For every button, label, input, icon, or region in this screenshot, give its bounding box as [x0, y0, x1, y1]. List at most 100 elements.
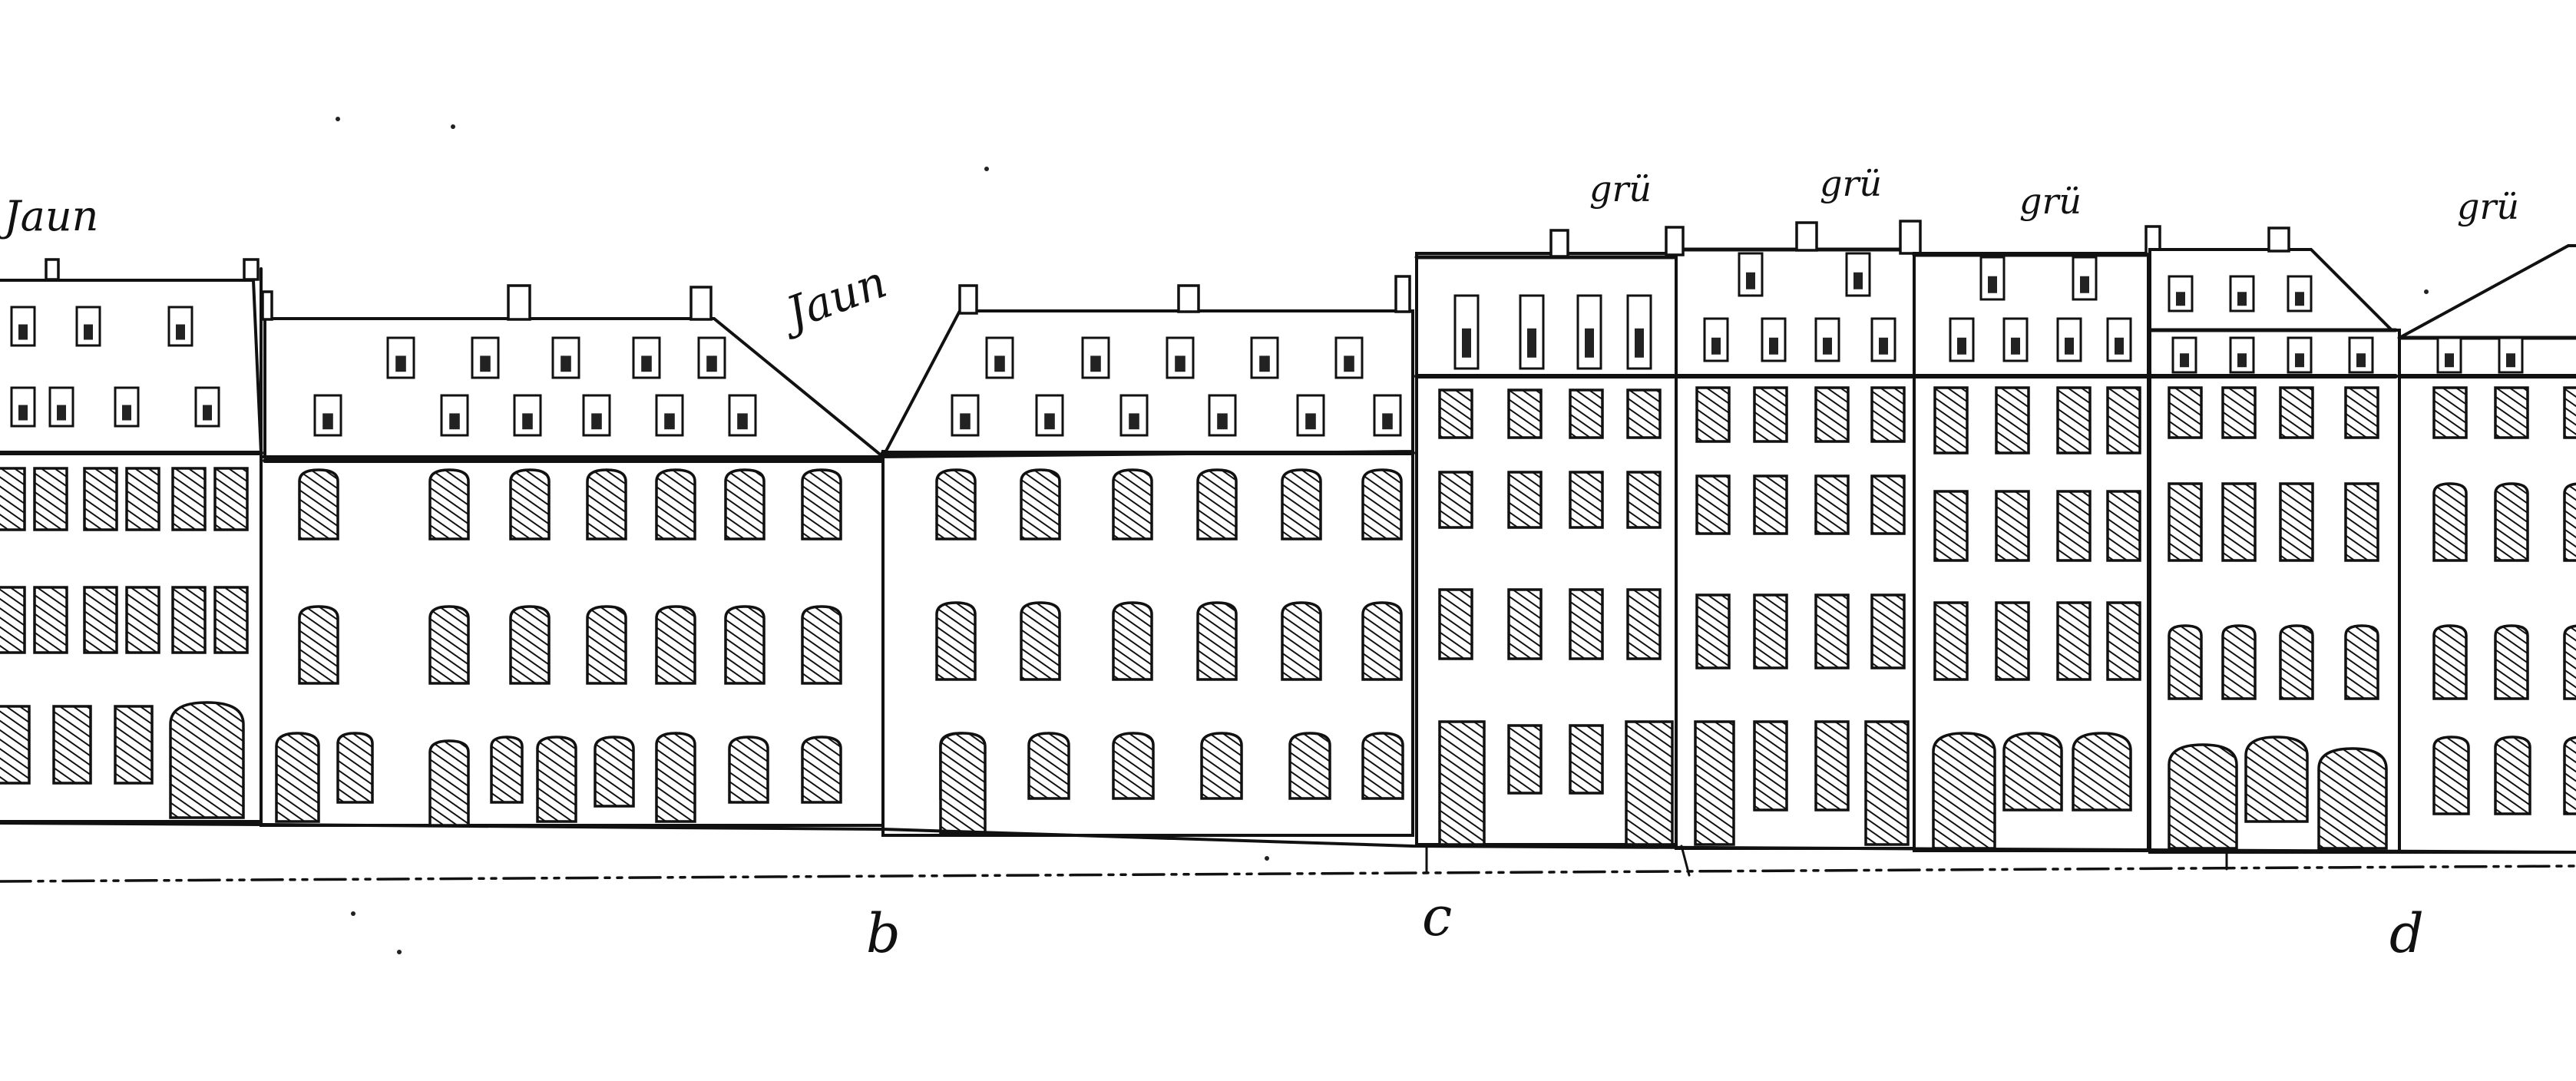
window [1112, 601, 1153, 681]
window [1626, 388, 1662, 439]
window [1995, 490, 2030, 562]
window [1020, 601, 1061, 681]
dormer [1845, 252, 1871, 297]
window [1361, 601, 1403, 681]
window [1864, 720, 1910, 846]
dormer [1081, 336, 1110, 379]
window [1196, 601, 1238, 681]
dormer [167, 306, 193, 347]
window [2494, 736, 2531, 815]
window [1569, 471, 1604, 529]
window [2563, 736, 2576, 815]
window [594, 736, 635, 808]
window [1361, 732, 1404, 800]
dormer [1979, 256, 2006, 301]
dormer [2056, 317, 2082, 362]
window [509, 605, 551, 685]
dormer [2348, 336, 2374, 374]
window [728, 736, 769, 804]
dormer [2498, 336, 2524, 374]
window [1507, 388, 1543, 439]
window [1626, 588, 1662, 660]
dormer [313, 394, 342, 437]
dormer [551, 336, 580, 379]
window [1438, 388, 1473, 439]
dormer [194, 386, 220, 428]
dormer [440, 394, 469, 437]
window [2168, 482, 2203, 562]
window [724, 605, 766, 685]
dormer [2002, 317, 2029, 362]
window [1027, 732, 1070, 800]
window [2432, 736, 2470, 815]
window [336, 732, 374, 804]
window [1995, 601, 2030, 681]
window [1112, 468, 1153, 540]
window [536, 736, 577, 823]
dormer [1626, 294, 1652, 370]
window [509, 468, 551, 540]
window [2344, 482, 2379, 562]
dormer [1119, 394, 1149, 437]
window [33, 467, 68, 531]
dormer [1761, 317, 1787, 362]
window [1870, 593, 1906, 669]
window [2168, 386, 2203, 439]
window [0, 705, 31, 785]
window [1870, 386, 1906, 443]
window [655, 468, 696, 540]
dormer [1373, 394, 1402, 437]
window [2563, 386, 2576, 439]
dormer [2436, 336, 2462, 374]
window [1625, 720, 1674, 846]
dormer [2072, 256, 2098, 301]
window [213, 467, 249, 531]
dormer [655, 394, 684, 437]
window [2106, 601, 2141, 681]
dormer [1738, 252, 1764, 297]
dormer [985, 336, 1014, 379]
window [1569, 388, 1604, 439]
dormer [513, 394, 542, 437]
window [1753, 474, 1788, 535]
dormer [1519, 294, 1545, 370]
window [2563, 482, 2576, 562]
window [1507, 724, 1543, 795]
dormer [1453, 294, 1480, 370]
window [1438, 471, 1473, 529]
dormer [2229, 336, 2255, 374]
window [1200, 732, 1243, 800]
window-layer [0, 386, 2576, 850]
dormer [10, 306, 36, 347]
window [586, 605, 627, 685]
window [935, 468, 977, 540]
window [2244, 736, 2309, 823]
window [171, 467, 207, 531]
dormer [2229, 275, 2255, 312]
window [83, 467, 118, 531]
window [1281, 601, 1322, 681]
dormer [1296, 394, 1325, 437]
window [1196, 468, 1238, 540]
window [2432, 386, 2468, 439]
window [428, 739, 470, 827]
window [1814, 593, 1850, 669]
window [1288, 732, 1331, 800]
dormer [2171, 336, 2197, 374]
paper-specks [336, 117, 2429, 954]
window [2494, 482, 2529, 562]
window [490, 736, 524, 804]
window [171, 586, 207, 654]
roof-annotation-c1: grü [1589, 168, 1652, 210]
window [801, 468, 842, 540]
window [939, 732, 987, 835]
dormer [951, 394, 980, 437]
window [1814, 386, 1850, 443]
window [1695, 386, 1731, 443]
dormer-layer [10, 252, 2524, 437]
roof-annotation-c3: grü [2019, 180, 2082, 222]
dormer [10, 386, 36, 428]
window [801, 605, 842, 685]
window [125, 467, 160, 531]
